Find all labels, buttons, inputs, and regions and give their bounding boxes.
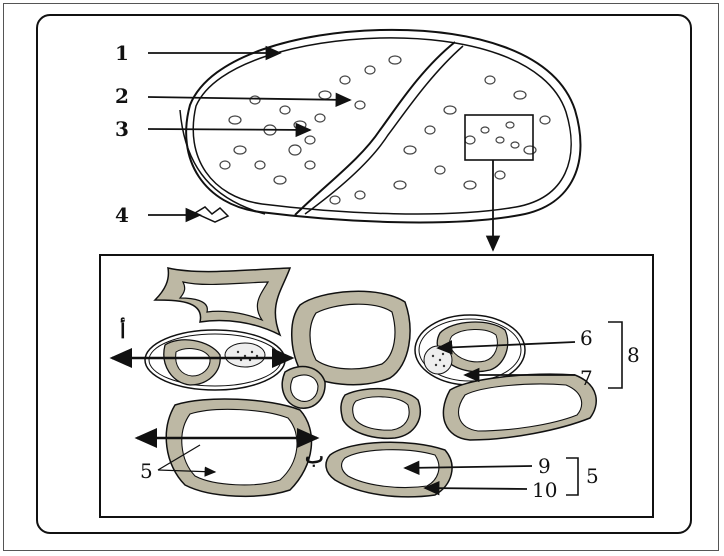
label-10: 10: [532, 478, 557, 502]
label-4: 4: [115, 203, 129, 227]
label-6: 6: [580, 326, 593, 350]
label-7: 7: [580, 366, 593, 390]
stem-cross-section: [180, 30, 580, 250]
label-8: 8: [627, 343, 640, 367]
label-3: 3: [115, 117, 129, 141]
label-5-left: 5: [140, 459, 153, 483]
label-ba: ب: [305, 444, 324, 468]
label-1: 1: [115, 41, 129, 65]
label-2: 2: [115, 84, 129, 108]
upper-labels: 1 2 3 4: [115, 41, 350, 227]
label-5-right: 5: [586, 464, 599, 488]
label-alef: أ: [120, 317, 126, 343]
label-9: 9: [538, 454, 551, 478]
